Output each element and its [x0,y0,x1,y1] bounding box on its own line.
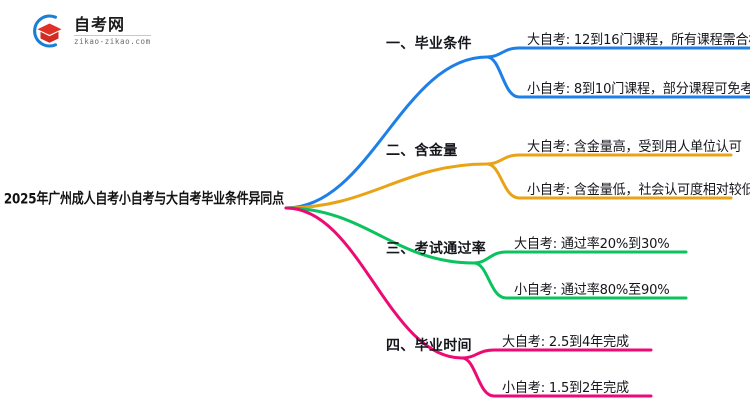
branch-trunk-4 [284,206,464,360]
leaf-node-4-1[interactable]: 大自考: 2.5到4年完成 [502,334,629,350]
leaf-node-4-2[interactable]: 小自考: 1.5到2年完成 [502,380,629,396]
leaf-link-1-2 [485,55,750,99]
logo-mark-icon [28,12,68,50]
leaf-link-1-1 [485,46,750,59]
branch-trunk-2 [284,162,489,210]
branch-node-4[interactable]: 四、毕业时间 [386,338,472,354]
leaf-node-1-1[interactable]: 大自考: 12到16门课程，所有课程需合格 [527,32,750,48]
leaf-node-2-2[interactable]: 小自考: 含金量低，社会认可度相对较低 [527,182,750,198]
leaf-node-3-1[interactable]: 大自考: 通过率20%到30% [514,236,670,252]
logo-url: zikao-zikao.com [74,36,151,46]
leaf-link-2-2 [485,162,733,200]
leaf-node-3-2[interactable]: 小自考: 通过率80%至90% [514,282,670,298]
leaf-link-2-1 [485,153,733,166]
branch-node-1[interactable]: 一、毕业条件 [386,36,472,52]
branch-node-2[interactable]: 二、含金量 [386,143,458,159]
branch-trunk-1 [284,55,489,210]
branch-node-3[interactable]: 三、考试通过率 [386,241,487,257]
leaf-link-4-1 [460,348,653,360]
graduation-cap-icon [33,14,62,48]
leaf-link-3-2 [472,261,688,300]
leaf-link-4-2 [460,356,653,398]
logo-text: 自考网 zikao-zikao.com [74,16,151,46]
leaf-node-1-2[interactable]: 小自考: 8到10门课程，部分课程可免考 [527,81,750,97]
leaf-link-3-1 [472,250,688,265]
leaf-node-2-1[interactable]: 大自考: 含金量高，受到用人单位认可 [527,139,742,155]
branch-trunk-3 [284,206,476,265]
site-logo: 自考网 zikao-zikao.com [28,12,151,50]
logo-name: 自考网 [74,16,151,36]
root-node-label[interactable]: 2025年广州成人自考小自考与大自考毕业条件异同点 [4,191,284,208]
